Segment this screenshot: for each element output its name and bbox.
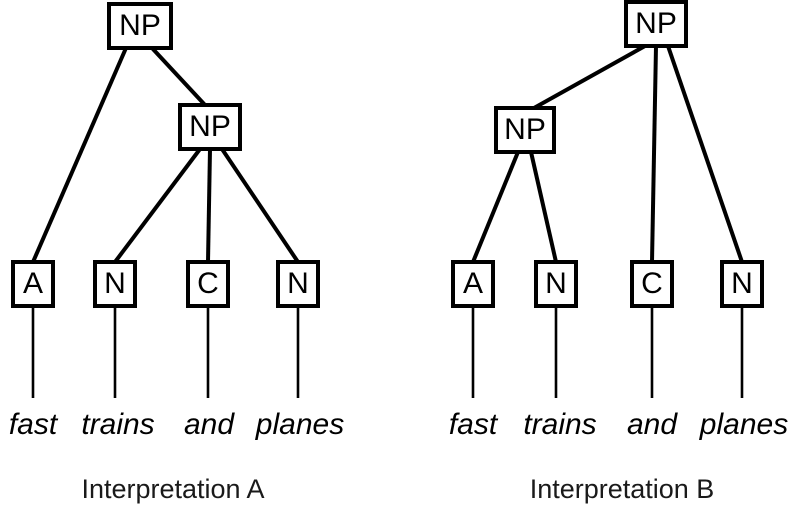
terminal-word: fast — [449, 408, 499, 441]
node-box — [186, 260, 230, 308]
node-box — [178, 103, 242, 151]
node-box — [534, 260, 578, 308]
node-box — [720, 260, 764, 308]
tree-node-np[interactable]: NP — [494, 106, 556, 154]
node-box — [93, 260, 137, 308]
tree-edge — [471, 151, 520, 263]
node-box — [11, 260, 55, 308]
node-box — [107, 2, 173, 50]
terminal-word: fast — [9, 408, 59, 441]
tree-edge — [113, 147, 202, 264]
tree-edge — [220, 147, 300, 264]
node-box — [624, 0, 688, 48]
tree-node-np[interactable]: NP — [107, 2, 173, 50]
leaf-stems-group — [31, 306, 744, 398]
terminal-word: trains — [81, 408, 154, 441]
terminal-word: trains — [523, 408, 596, 441]
tree-edge — [533, 44, 646, 110]
node-label: N — [731, 267, 753, 300]
tree-edge — [31, 47, 128, 263]
tree-node-a[interactable]: A — [451, 260, 495, 308]
tree-node-n[interactable]: N — [720, 260, 764, 308]
node-label: NP — [119, 9, 161, 42]
tree-edge — [206, 148, 212, 263]
tree-node-n[interactable]: N — [534, 260, 578, 308]
node-label: N — [287, 267, 309, 300]
tree-node-n[interactable]: N — [93, 260, 137, 308]
terminal-word: planes — [699, 408, 788, 441]
terminal-word: and — [184, 408, 235, 441]
tree-node-c[interactable]: C — [186, 260, 230, 308]
terminal-word: and — [627, 408, 678, 441]
node-label: C — [197, 267, 219, 300]
node-label: N — [545, 267, 567, 300]
node-label: A — [23, 267, 43, 300]
node-box — [276, 260, 320, 308]
tree-edge — [150, 46, 207, 107]
tree-nodes-group: NP NP A N C N NP NP A N C N — [11, 0, 764, 308]
node-label: NP — [189, 110, 231, 143]
captions-group: Interpretation A Interpretation B — [81, 474, 714, 504]
tree-edges-group — [31, 44, 744, 264]
tree-caption: Interpretation B — [530, 474, 715, 504]
terminal-words-group: fast trains and planes fast trains and planes — [9, 408, 788, 441]
tree-caption: Interpretation A — [81, 474, 264, 504]
tree-node-np[interactable]: NP — [624, 0, 688, 48]
node-label: N — [104, 267, 126, 300]
node-box — [451, 260, 495, 308]
tree-node-n[interactable]: N — [276, 260, 320, 308]
node-label: NP — [504, 113, 546, 146]
tree-edge — [650, 45, 658, 263]
node-box — [494, 106, 556, 154]
node-box — [630, 260, 674, 308]
node-label: C — [641, 267, 663, 300]
terminal-word: planes — [255, 408, 344, 441]
node-label: NP — [635, 7, 677, 40]
tree-node-c[interactable]: C — [630, 260, 674, 308]
tree-node-a[interactable]: A — [11, 260, 55, 308]
tree-node-np[interactable]: NP — [178, 103, 242, 151]
tree-edge — [666, 45, 744, 263]
node-label: A — [463, 267, 483, 300]
tree-edge — [529, 151, 558, 263]
